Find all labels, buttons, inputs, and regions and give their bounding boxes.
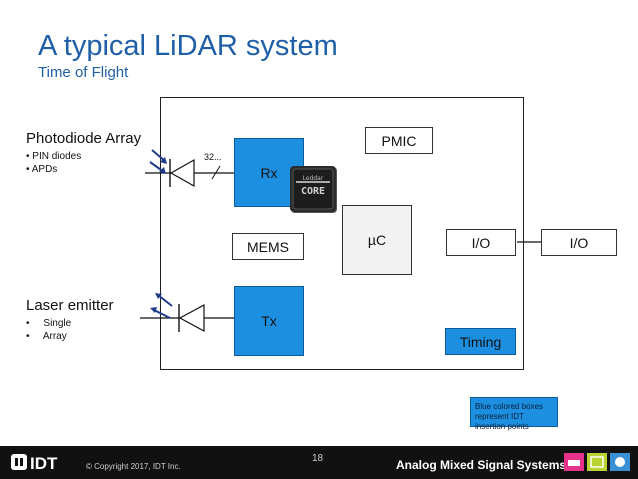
svg-text:CORE: CORE xyxy=(301,186,325,197)
pmic-block: PMIC xyxy=(365,127,433,154)
io-outer-block: I/O xyxy=(541,229,617,256)
photodiode-label: Photodiode Array xyxy=(26,130,142,147)
laser-bullet-array: • Array xyxy=(26,331,67,342)
footer-icons xyxy=(564,451,632,473)
footer-page-number: 18 xyxy=(312,453,324,464)
footer-copyright: © Copyright 2017, IDT Inc. xyxy=(86,462,181,471)
io-inner-block: I/O xyxy=(446,229,516,256)
page-subtitle: Time of Flight xyxy=(38,64,129,81)
laser-label: Laser emitter xyxy=(26,297,114,314)
insertion-points-note: Blue colored boxes represent IDT inserti… xyxy=(470,397,558,431)
timing-block: Timing xyxy=(445,328,516,355)
laser-diode-symbol xyxy=(140,293,235,333)
svg-text:IDT: IDT xyxy=(30,454,58,473)
svg-text:Leddar: Leddar xyxy=(303,175,324,182)
footer-bar xyxy=(0,446,638,479)
idt-logo: IDT xyxy=(10,450,72,474)
photodiode-symbol xyxy=(145,149,235,188)
laser-bullet-single: • Single xyxy=(26,318,72,329)
page-title: A typical LiDAR system xyxy=(38,30,338,62)
photodiode-bullet-pin: • PIN diodes xyxy=(26,151,82,162)
photodiode-bullet-apd: • APDs xyxy=(26,164,58,175)
tx-block: Tx xyxy=(234,286,304,356)
bus-width-label: 32... xyxy=(204,152,222,162)
leddarcore-chip-logo: Leddar CORE xyxy=(290,166,336,212)
footer-division: Analog Mixed Signal Systems xyxy=(396,458,567,472)
microcontroller-block: µC xyxy=(342,205,412,275)
mems-block: MEMS xyxy=(232,233,304,260)
